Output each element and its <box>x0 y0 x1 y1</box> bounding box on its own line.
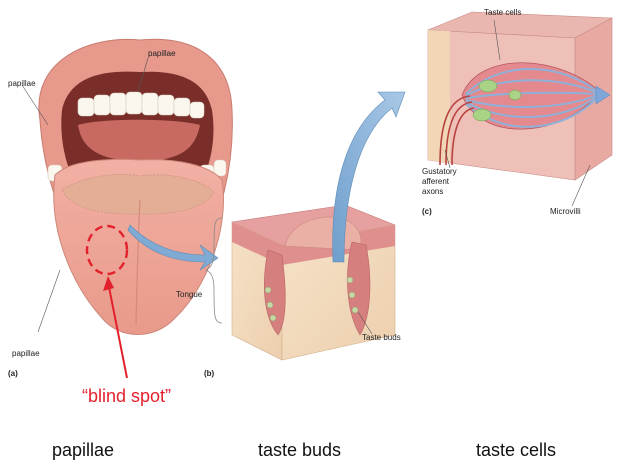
label-papillae-left: papillae <box>8 79 36 88</box>
label-papillae-top: papillae <box>148 49 176 58</box>
panel-c-letter: (c) <box>422 207 432 216</box>
label-microvilli: Microvilli <box>550 207 581 216</box>
caption-papillae: papillae <box>52 440 114 461</box>
papillae-region <box>62 174 214 214</box>
supporting-cell-2 <box>473 109 491 121</box>
supporting-cell-3 <box>509 90 521 100</box>
supporting-cell-1 <box>479 80 497 92</box>
label-taste-buds: Taste buds <box>362 333 401 342</box>
label-papillae-bottom: papillae <box>12 349 40 358</box>
label-gustatory-3: axons <box>422 187 443 196</box>
panel-a-letter: (a) <box>8 369 18 378</box>
label-gustatory-2: afferent <box>422 177 450 186</box>
mouth-illustration <box>22 39 232 378</box>
taste-cell-block <box>428 12 612 206</box>
blind-spot-label: “blind spot” <box>82 386 171 406</box>
label-tongue: Tongue <box>176 290 203 299</box>
caption-taste-cells: taste cells <box>476 440 556 461</box>
panel-b-letter: (b) <box>204 369 215 378</box>
label-taste-cells: Taste cells <box>484 8 521 17</box>
label-gustatory-1: Gustatory <box>422 167 457 176</box>
leader-papillae-bottom <box>38 270 60 332</box>
caption-taste-buds: taste buds <box>258 440 341 461</box>
